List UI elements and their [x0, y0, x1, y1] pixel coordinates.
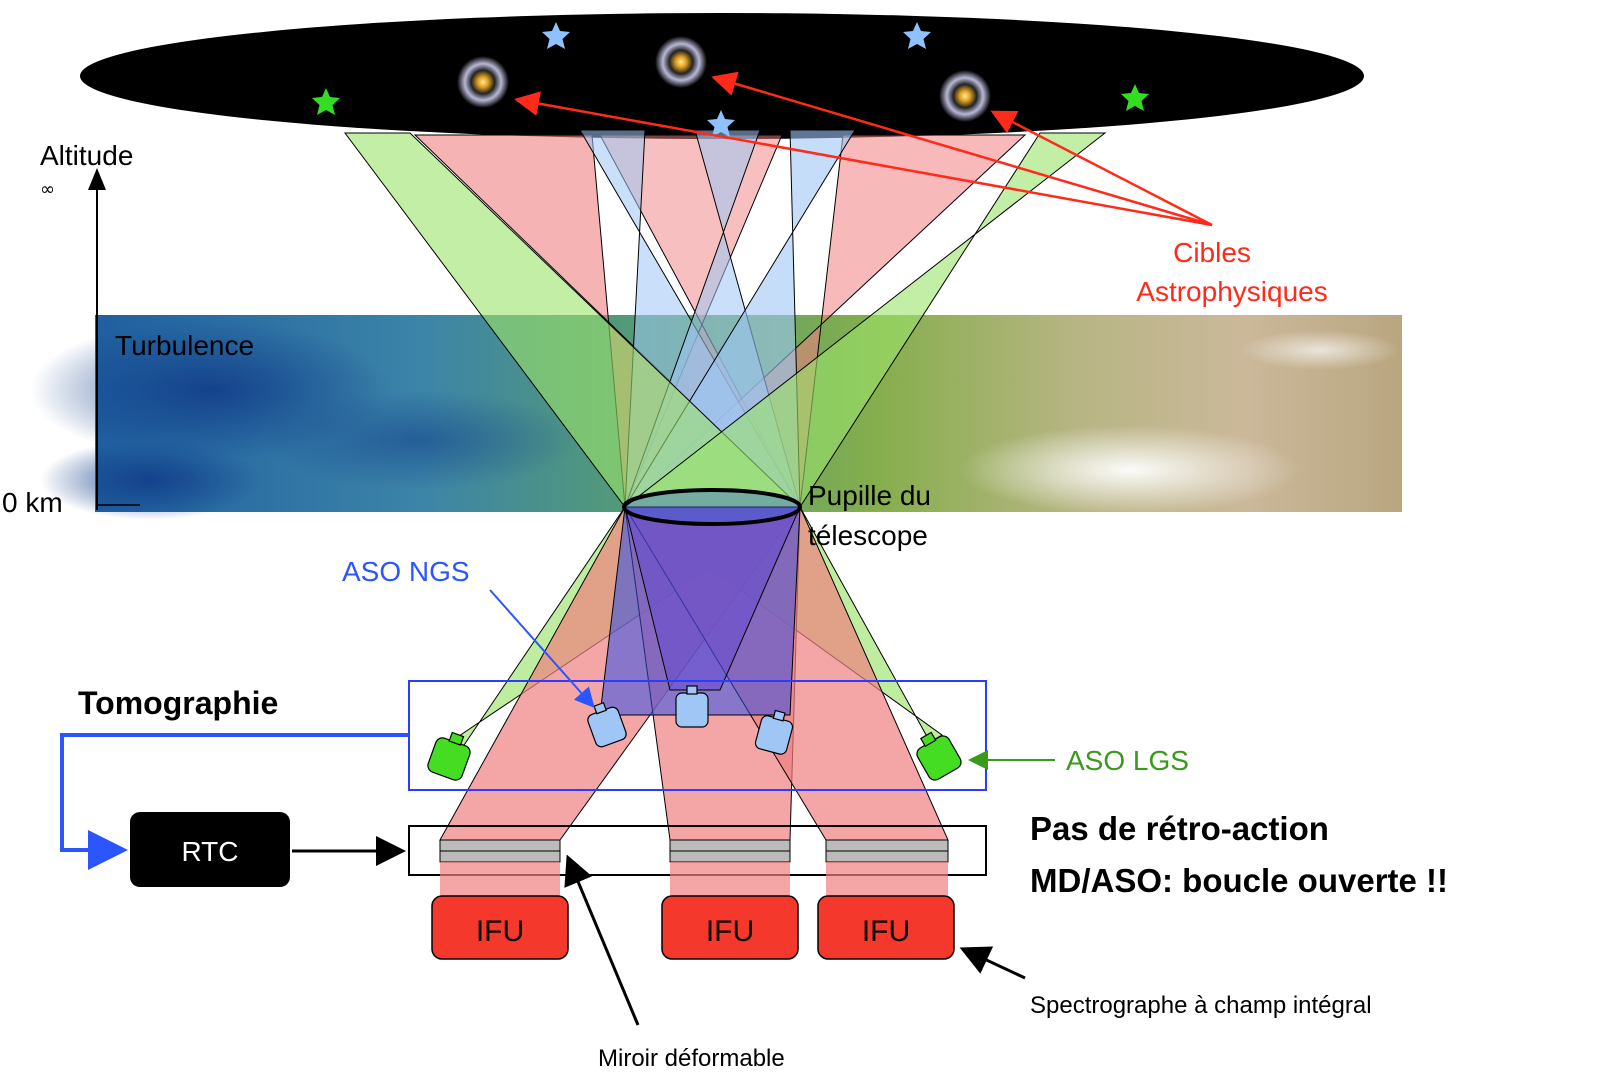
- altitude-label: Altitude: [40, 140, 133, 171]
- galaxies: [457, 36, 991, 122]
- targets-label-line2: Astrophysiques: [1136, 276, 1327, 307]
- wfs-sensors: [427, 685, 962, 781]
- upper-beams: [344, 129, 1107, 508]
- dm-label: Miroir déformable: [598, 1045, 785, 1072]
- wavefront-sensor-icon: [754, 709, 794, 755]
- altitude-axis: [88, 168, 140, 510]
- green-star-icon: [312, 88, 340, 115]
- blue-star-icon: [707, 110, 735, 137]
- turbulence-label: Turbulence: [115, 330, 254, 361]
- wavefront-sensor-icon: [587, 701, 627, 748]
- ifu-beams: [440, 862, 948, 896]
- ifu-label: IFU: [706, 915, 754, 948]
- green-star-icon: [1121, 84, 1149, 111]
- infinity-label: ∞: [40, 179, 55, 200]
- targets-label-line1: Cibles: [1173, 237, 1251, 268]
- blue-star-icon: [903, 22, 931, 49]
- galaxy-icon: [457, 56, 509, 108]
- pupil-label-line2: télescope: [808, 520, 928, 551]
- pupil-label-line1: Pupille du: [808, 480, 931, 511]
- tomography-label: Tomographie: [78, 685, 278, 721]
- open-loop-line2: MD/ASO: boucle ouverte !!: [1030, 862, 1448, 899]
- wavefront-sensor-icon: [916, 731, 962, 781]
- ifu-label: IFU: [476, 915, 524, 948]
- ifu-label: IFU: [862, 915, 910, 948]
- wavefront-sensor-icon: [675, 685, 709, 728]
- ifu-box: [431, 895, 569, 960]
- dm-box: [408, 825, 987, 876]
- aso-ngs-label: ASO NGS: [342, 556, 470, 587]
- ifu-box: [817, 895, 955, 960]
- ifu-box: [661, 895, 799, 960]
- zero-km-label: 0 km: [2, 487, 63, 518]
- labels: Altitude ∞ Turbulence 0 km Pupille du té…: [2, 140, 1448, 1072]
- ifus: [431, 895, 955, 960]
- aso-lgs-label: ASO LGS: [1066, 745, 1189, 776]
- wavefront-sensor-icon: [427, 731, 471, 781]
- lower-beams: [439, 506, 949, 841]
- open-loop-line1: Pas de rétro-action: [1030, 810, 1329, 847]
- rtc-label: RTC: [181, 836, 238, 867]
- target-arrows: [514, 71, 1213, 227]
- arrows: [60, 589, 1055, 1026]
- rtc-box: [130, 812, 290, 887]
- stars: [312, 22, 1149, 137]
- blue-star-icon: [542, 22, 570, 49]
- galaxy-icon: [939, 70, 991, 122]
- galaxy-icon: [655, 36, 707, 88]
- ifs-label: Spectrographe à champ intégral: [1030, 992, 1372, 1019]
- telescope-pupil: [622, 488, 802, 526]
